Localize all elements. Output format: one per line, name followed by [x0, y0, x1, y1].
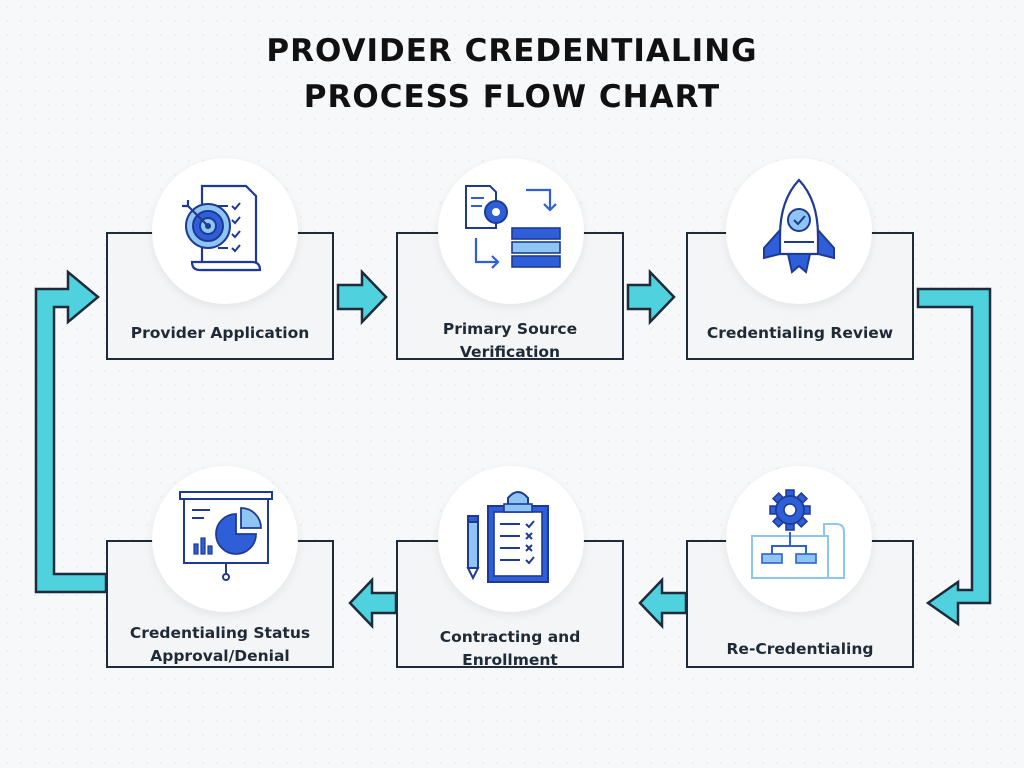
title-line-1: PROVIDER CREDENTIALING [266, 33, 758, 69]
step-label: Re-Credentialing [726, 640, 874, 658]
step-label: Primary Source Verification [442, 320, 578, 361]
target-checklist-icon [182, 184, 262, 272]
title-line-2: PROCESS FLOW CHART [303, 79, 721, 115]
rocket-check-icon [763, 178, 835, 274]
arrow-5-to-6 [348, 576, 398, 630]
icon-circle-3 [726, 158, 872, 304]
arrow-2-to-3 [626, 268, 676, 326]
data-verification-icon [465, 185, 561, 269]
icon-circle-1 [152, 158, 298, 304]
arrow-6-to-1 [34, 269, 108, 594]
arrow-1-to-2 [336, 268, 388, 326]
step-label: Credentialing Status Approval/Denial [129, 624, 311, 665]
gear-flowchart-icon [751, 489, 845, 579]
step-label: Provider Application [130, 324, 310, 342]
arrow-4-to-5 [638, 576, 688, 630]
presentation-chart-icon [179, 491, 273, 581]
arrow-3-to-4 [916, 287, 992, 627]
step-label: Contracting and Enrollment [439, 628, 581, 669]
page-title: PROVIDER CREDENTIALING PROCESS FLOW CHAR… [0, 28, 1024, 120]
icon-circle-4 [726, 466, 872, 612]
icon-circle-6 [152, 466, 298, 612]
icon-circle-2 [438, 158, 584, 304]
step-label: Credentialing Review [706, 324, 894, 342]
icon-circle-5 [438, 466, 584, 612]
clipboard-checklist-icon [466, 491, 549, 583]
